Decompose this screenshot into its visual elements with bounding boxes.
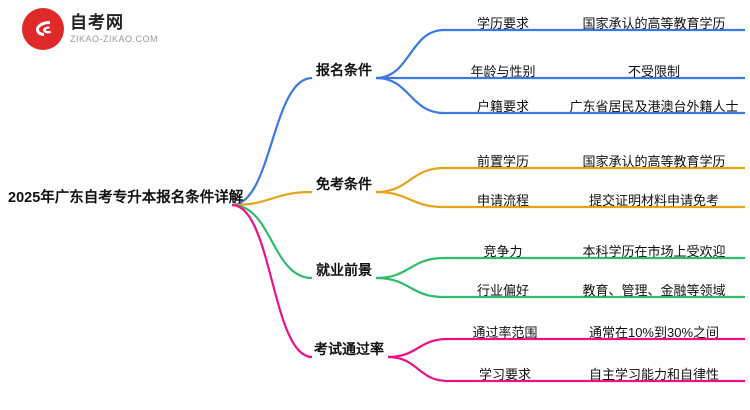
branch-label-1: 报名条件 [316, 62, 372, 78]
logo-text: 自考网 ZIKAO-ZIKAO.COM [70, 14, 158, 44]
leaf-value-2-2: 提交证明材料申请免考 [588, 193, 719, 208]
branch-label-4: 考试通过率 [314, 341, 384, 357]
leaf-key-1-2: 年龄与性别 [470, 64, 536, 79]
leaf-key-3-2: 行业偏好 [476, 283, 529, 298]
leaf-value-4-1: 通常在10%到30%之间 [588, 325, 720, 340]
leaf-value-3-1: 本科学历在市场上受欢迎 [582, 244, 726, 259]
root-topic-label: 2025年广东自考专升本报名条件详解 [8, 190, 244, 206]
leaf-key-4-2: 学习要求 [478, 367, 531, 382]
branch-label-2: 免考条件 [316, 176, 372, 192]
logo-title: 自考网 [70, 13, 124, 32]
logo-subtitle: ZIKAO-ZIKAO.COM [70, 34, 159, 44]
leaf-key-2-1: 前置学历 [476, 154, 529, 169]
leaf-key-1-3: 户籍要求 [476, 99, 529, 114]
leaf-value-1-1: 国家承认的高等教育学历 [582, 16, 726, 31]
leaf-value-4-2: 自主学习能力和自律性 [588, 367, 719, 382]
leaf-key-4-1: 通过率范围 [472, 325, 538, 340]
leaf-value-1-2: 不受限制 [627, 64, 680, 79]
branch-label-3: 就业前景 [316, 262, 372, 278]
site-logo: 自考网 ZIKAO-ZIKAO.COM [22, 8, 158, 50]
leaf-value-1-3: 广东省居民及港澳台外籍人士 [569, 99, 739, 114]
leaf-value-2-1: 国家承认的高等教育学历 [582, 154, 726, 169]
leaf-key-2-2: 申请流程 [476, 193, 529, 208]
leaf-value-3-2: 教育、管理、金融等领域 [582, 283, 726, 298]
logo-mark-icon [22, 8, 64, 50]
leaf-key-3-1: 竞争力 [483, 244, 523, 259]
leaf-key-1-1: 学历要求 [476, 16, 529, 31]
